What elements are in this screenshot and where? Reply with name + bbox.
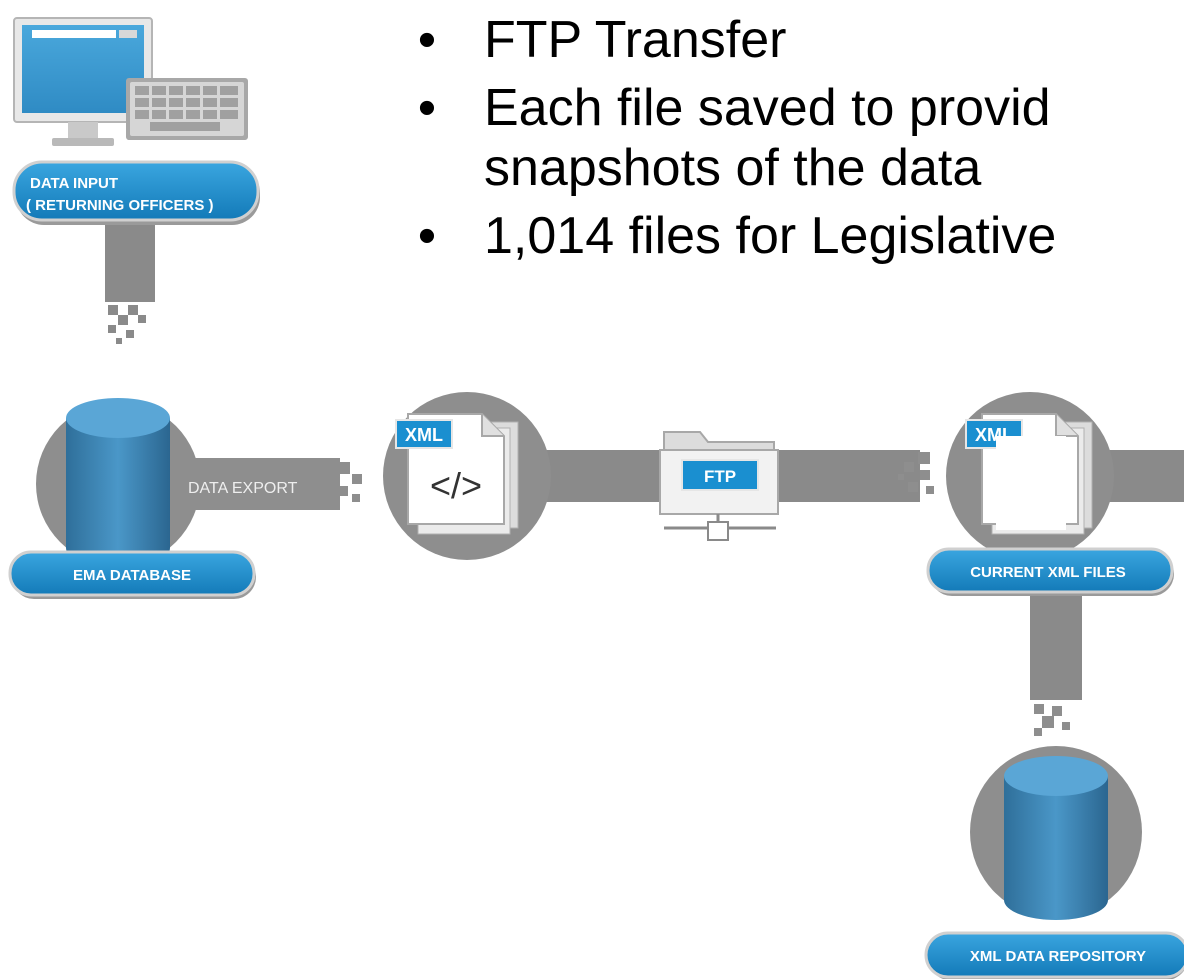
blank-document-overlay — [996, 436, 1066, 530]
xml-tag-badge — [965, 419, 1023, 449]
bullet-dot: • — [417, 207, 437, 265]
data-input-label-pill — [12, 160, 260, 222]
database-cylinder-icon — [66, 398, 170, 568]
data-input-node: DATA INPUT ( RETURNING OFFICERS ) — [12, 17, 260, 344]
connector-bar — [770, 450, 920, 502]
current-xml-files-label: CURRENT XML FILES — [970, 564, 1126, 581]
xml-data-repository-label-pill — [924, 931, 1184, 979]
bullet-item: • 1,014 files for Legislative — [412, 206, 1056, 266]
xml-data-repository-node: XML DATA REPOSITORY — [924, 704, 1184, 979]
connector-bar — [1030, 590, 1082, 700]
bullet-text: FTP Transfer — [484, 11, 787, 69]
data-input-sublabel: ( RETURNING OFFICERS ) — [26, 197, 214, 214]
bullet-text: 1,014 files for Legislative — [484, 207, 1057, 265]
code-icon: </> — [430, 465, 482, 506]
bullet-item: • FTP Transfer — [412, 10, 1056, 70]
pixel-arrow-icon — [898, 452, 934, 494]
bullet-text-continuation: snapshots of the data — [484, 139, 982, 197]
current-xml-files-node: XML CURRENT XML FILES — [898, 392, 1174, 596]
database-cylinder-icon — [1004, 756, 1108, 920]
xml-export-node: XML </> — [383, 392, 551, 560]
computer-monitor-icon — [13, 17, 153, 146]
ema-database-node: DATA EXPORT EMA DATABASE — [8, 398, 362, 599]
bullet-item: • Each file saved to provid snapshots of… — [412, 78, 1056, 198]
bullet-dot: • — [417, 79, 437, 137]
bullet-text: Each file saved to provid — [484, 79, 1051, 137]
xml-tag-badge — [395, 419, 453, 449]
pixel-arrow-icon — [1034, 704, 1070, 736]
bullet-dot: • — [417, 11, 437, 69]
xml-data-repository-label: XML DATA REPOSITORY — [970, 948, 1146, 965]
ftp-folder-node: FTP — [659, 431, 779, 541]
data-export-label: DATA EXPORT — [188, 480, 298, 497]
ftp-label: FTP — [704, 467, 736, 486]
keyboard-icon — [126, 78, 248, 140]
network-icon — [664, 514, 776, 541]
ema-database-label: EMA DATABASE — [73, 567, 191, 584]
pixel-arrow-icon — [108, 305, 146, 344]
connector-bar — [105, 222, 155, 302]
current-xml-files-label-pill — [926, 547, 1174, 594]
pixel-arrow-icon — [326, 462, 362, 502]
ema-database-label-pill — [8, 550, 256, 597]
data-input-label: DATA INPUT — [30, 175, 118, 192]
xml-tag-label: XML — [405, 425, 443, 445]
bullet-list: • FTP Transfer • Each file saved to prov… — [412, 10, 1056, 266]
ftp-badge — [681, 459, 759, 491]
